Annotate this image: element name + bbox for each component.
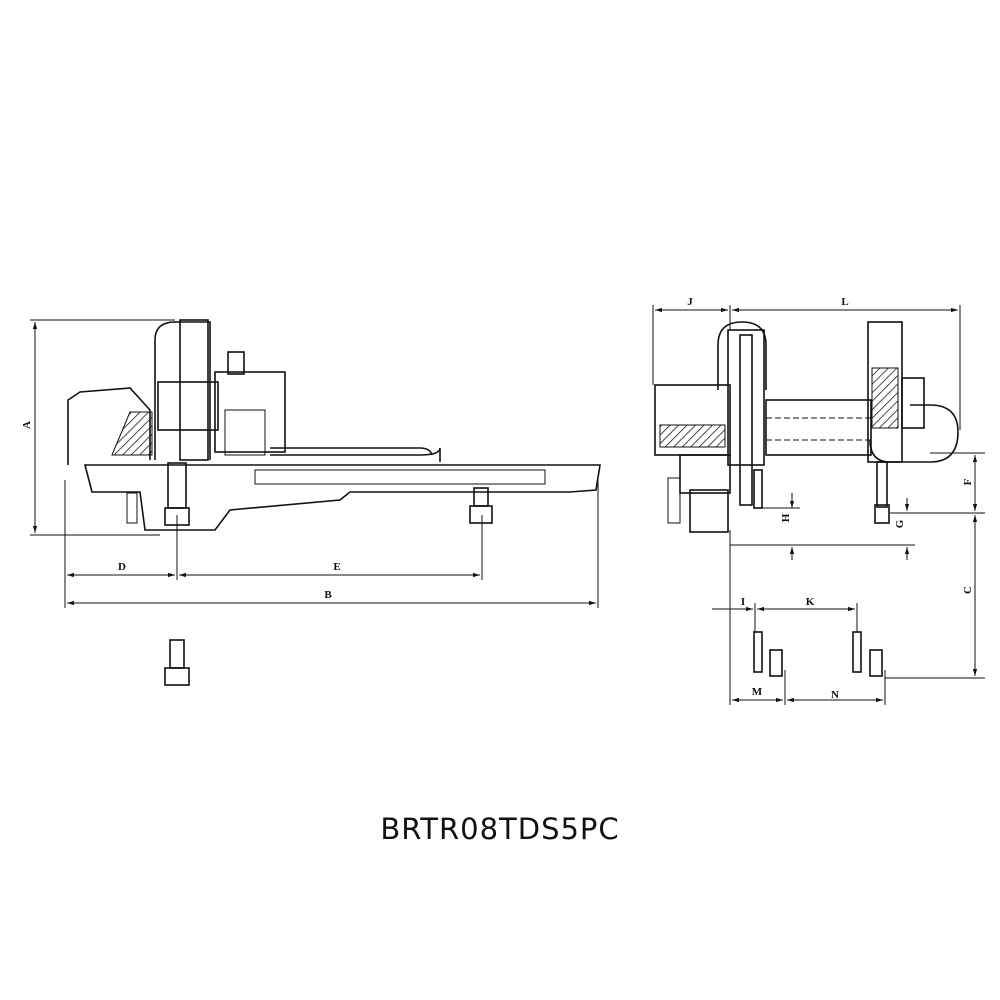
dim-label-c: C: [962, 586, 974, 594]
dimension-labels: A D E B J L F C G H I K M N: [21, 296, 974, 701]
side-view: [67, 319, 601, 686]
dim-label-n: N: [831, 689, 839, 701]
dimension-lines: [30, 305, 985, 705]
front-view: [654, 321, 959, 677]
dim-label-e: E: [333, 561, 340, 573]
dim-label-d: D: [118, 561, 126, 573]
dim-label-m: M: [752, 686, 763, 698]
dim-label-k: K: [806, 596, 815, 608]
dim-label-i: I: [741, 596, 745, 608]
model-title: BRTR08TDS5PC: [380, 812, 620, 846]
dim-label-h: H: [780, 513, 792, 522]
dim-label-j: J: [687, 296, 693, 308]
dim-label-f: F: [962, 478, 974, 485]
dim-label-b: B: [324, 589, 332, 601]
dim-label-a: A: [21, 421, 33, 429]
dim-label-g: G: [894, 519, 906, 528]
dim-label-l: L: [841, 296, 848, 308]
